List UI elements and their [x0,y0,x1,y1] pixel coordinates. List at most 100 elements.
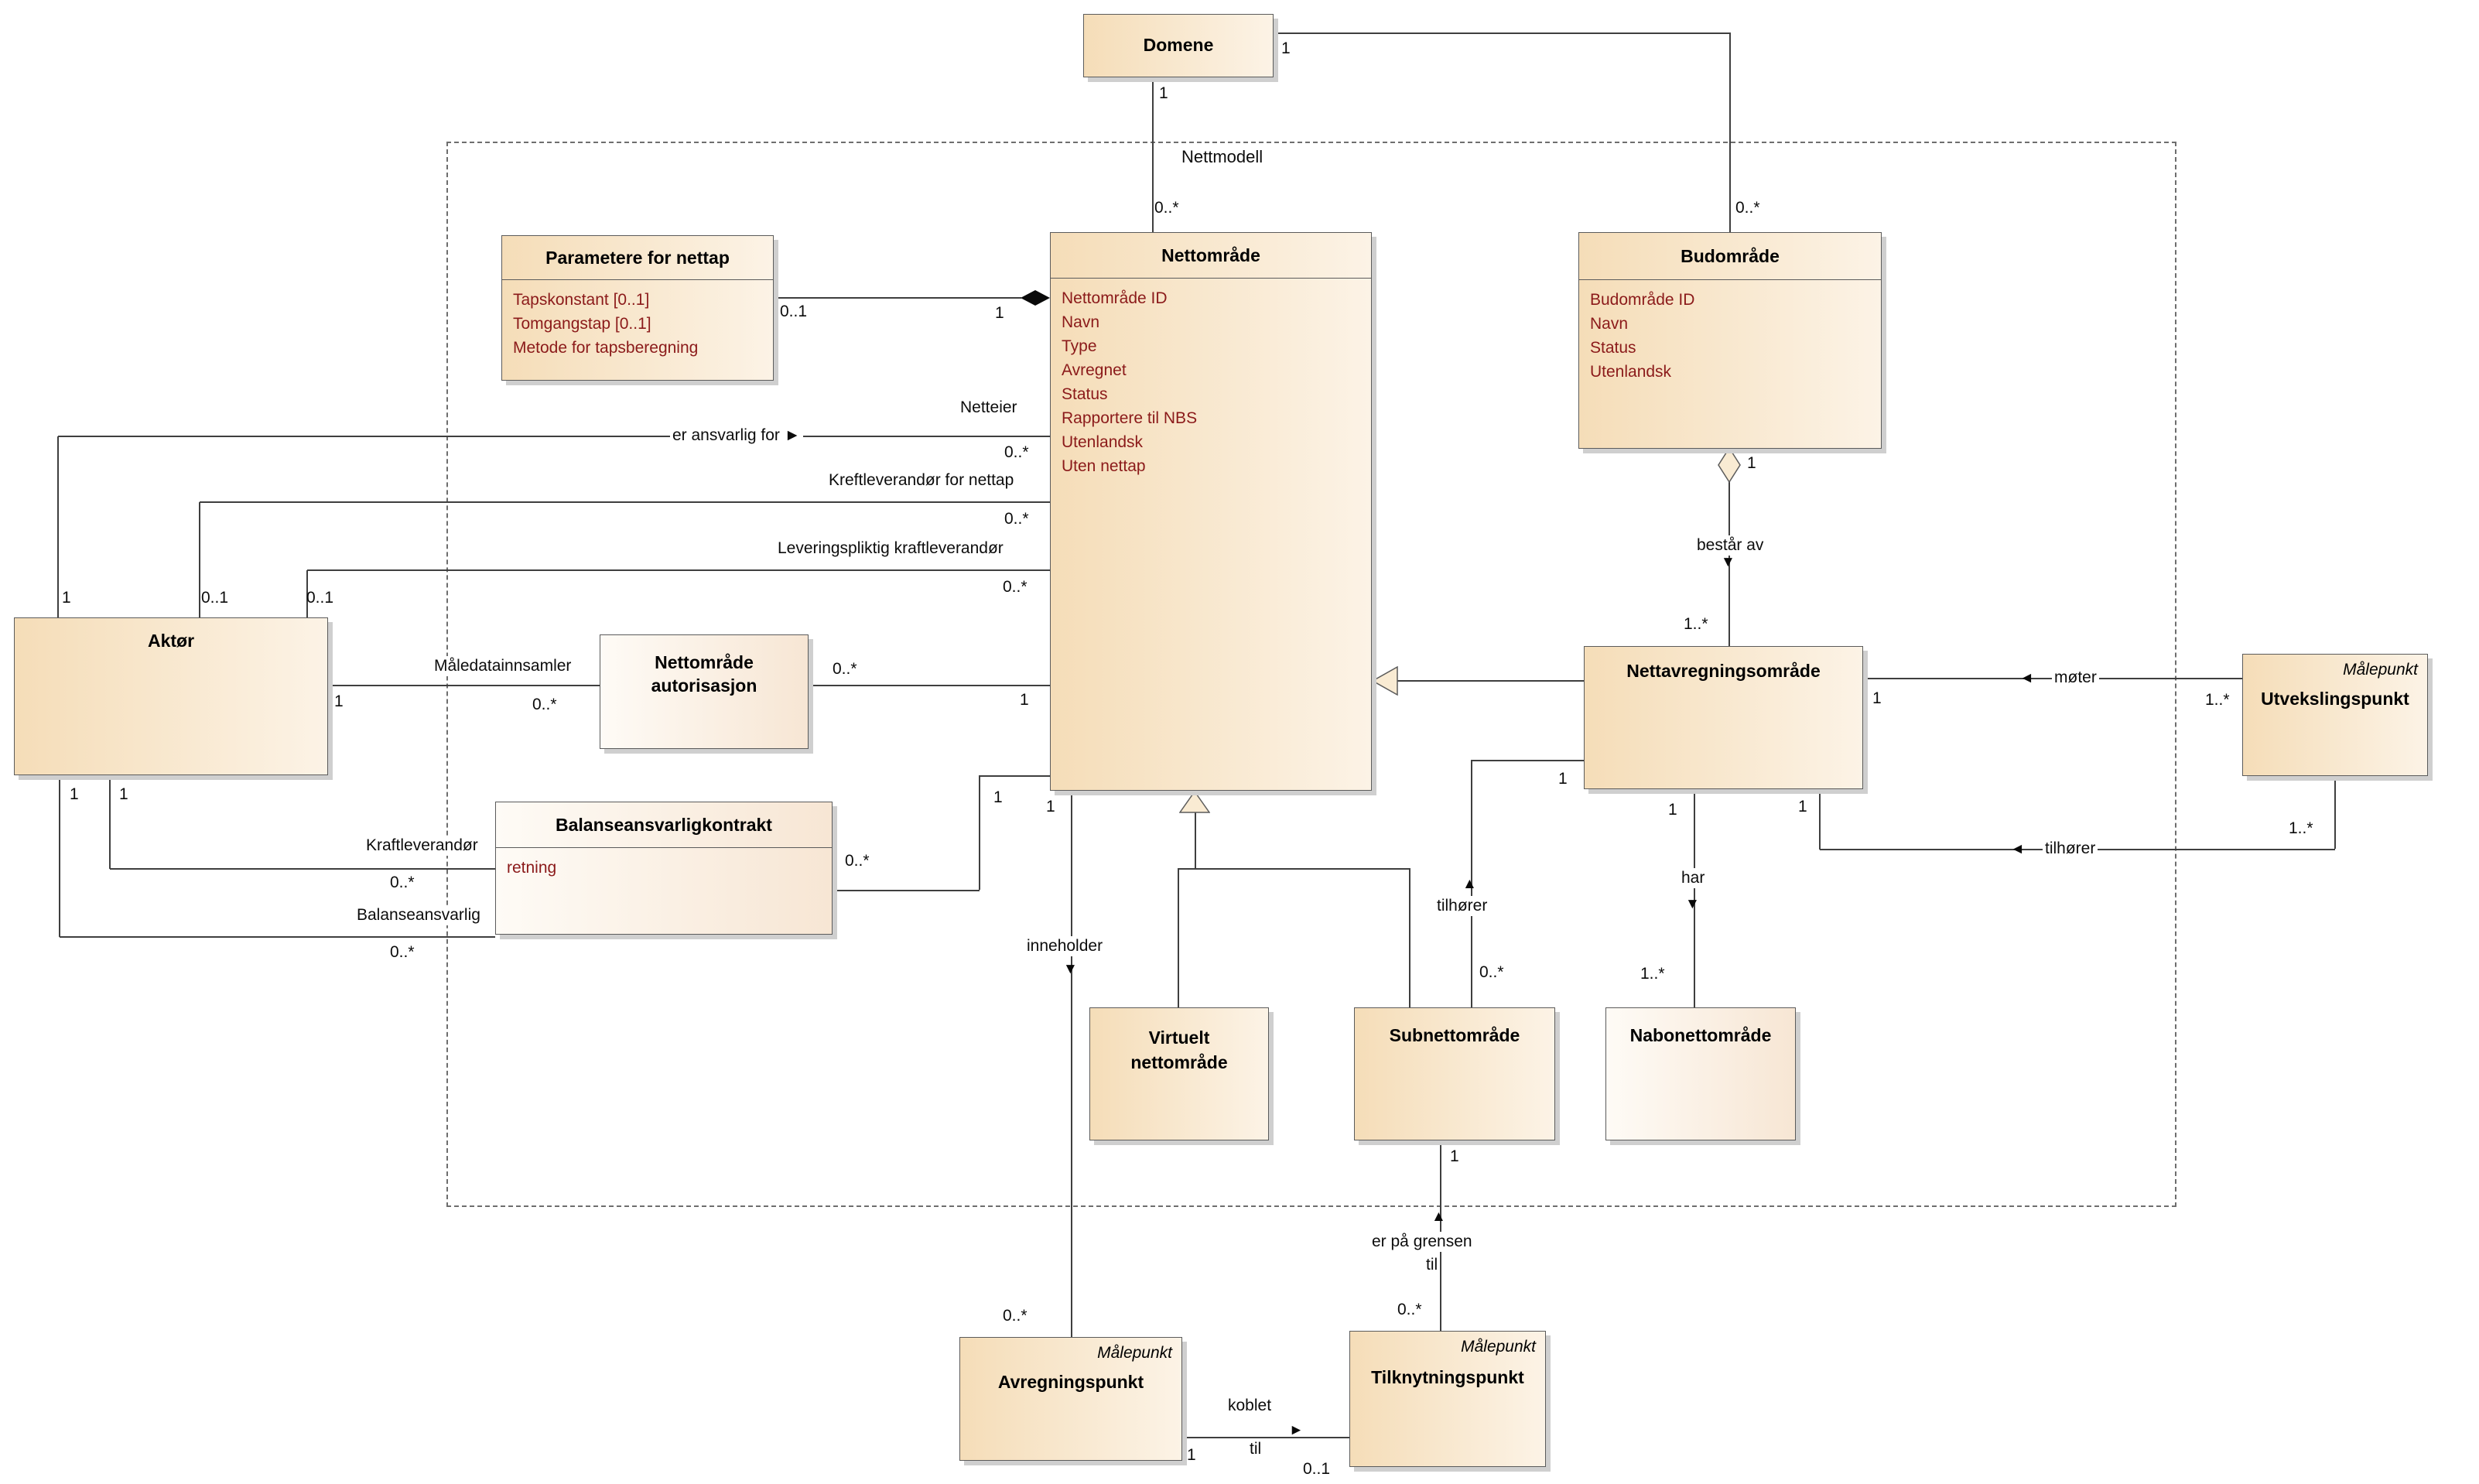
class-attribute: Avregnet [1062,361,1127,379]
class-box-parametere-for-nettap[interactable]: Parametere for nettap Tapskonstant [0..1… [501,235,774,381]
class-attribute: Metode for tapsberegning [513,339,699,357]
multiplicity-label: 0..* [1004,510,1029,528]
multiplicity-label: 1 [119,785,128,803]
class-box-nettavregningsomrade[interactable]: Nettavregningsområde [1584,646,1863,789]
class-box-nettomrade-autorisasjon[interactable]: Nettområde autorisasjon [600,634,809,749]
association-name-har: har [1679,868,1708,888]
class-attribute: Tomgangstap [0..1] [513,315,651,333]
class-title: Avregningspunkt [997,1372,1144,1392]
multiplicity-label: 1 [1046,798,1055,816]
generalization-line-segment [1178,868,1410,870]
class-title: Budområde [1579,233,1881,280]
generalization-line-segment [1195,812,1196,869]
multiplicity-label: 1..* [2205,691,2230,709]
class-title: Nabonettområde [1629,1025,1772,1045]
multiplicity-label: 0..* [1003,578,1028,596]
class-attribute: retning [507,859,557,877]
class-title: Nettområde autorisasjon [651,652,757,696]
multiplicity-label: 0..* [1003,1307,1028,1325]
class-title: Parametere for nettap [502,236,773,280]
class-box-virtuelt-nettomrade[interactable]: Virtuelt nettområde [1089,1007,1269,1140]
multiplicity-label: 0..* [1004,443,1029,461]
class-box-balanseansvarligkontrakt[interactable]: Balanseansvarligkontrakt retning [495,802,833,935]
class-box-domene[interactable]: Domene [1083,14,1274,77]
association-line-segment [1729,32,1731,232]
direction-arrow: ▲ [1431,1209,1446,1225]
class-attribute: Status [1590,339,1636,357]
association-line-segment [60,936,495,938]
class-box-nettomrade[interactable]: Nettområde Nettområde ID Navn Type Avreg… [1050,232,1372,791]
association-name-tilhorer: tilhører [1434,896,1490,916]
multiplicity-label: 0..* [1735,199,1760,217]
class-attribute: Budområde ID [1590,291,1695,309]
class-box-nabonettomrade[interactable]: Nabonettområde [1605,1007,1796,1140]
class-attribute: Nettområde ID [1062,289,1168,307]
association-name-koblet: koblet [1226,1396,1274,1416]
class-title: Virtuelt nettområde [1130,1028,1228,1072]
association-line-segment [1274,32,1730,34]
class-stereotype: Målepunkt [1097,1344,1172,1362]
multiplicity-label: 0..* [1397,1301,1422,1318]
class-box-utvekslingspunkt[interactable]: Målepunkt Utvekslingspunkt [2242,654,2428,776]
association-line-segment [59,775,60,937]
multiplicity-label: 0..* [845,852,870,870]
role-label-leveringspliktig-kraftleverandor: Leveringspliktig kraftleverandør [775,539,1006,559]
association-line-segment [57,436,59,617]
class-stereotype: Målepunkt [1461,1338,1536,1356]
generalization-arrow-icon [1179,791,1210,813]
multiplicity-label: 0..* [532,696,557,713]
multiplicity-label: 1 [1187,1446,1196,1464]
role-label-netteier: Netteier [958,398,1020,418]
multiplicity-label: 1..* [2289,819,2313,837]
generalization-line-segment [1409,868,1410,1007]
association-name-tilhorer: tilhører [2043,839,2098,859]
class-attribute: Utenlandsk [1590,363,1672,381]
association-line-segment [110,868,495,870]
role-label-maledatainnsamler: Måledatainnsamler [432,656,574,676]
multiplicity-label: 1..* [1684,615,1708,633]
class-box-tilknytningspunkt[interactable]: Målepunkt Tilknytningspunkt [1349,1331,1546,1467]
association-line-segment [980,775,1050,777]
multiplicity-label: 1 [1798,798,1807,816]
association-line-segment [58,436,1050,437]
association-line-segment [1694,789,1695,1007]
multiplicity-label: 0..1 [1303,1460,1331,1478]
role-label-kreftleverandor-for-nettap: Kreftleverandør for nettap [826,470,1017,491]
association-line-segment [833,890,980,891]
multiplicity-label: 1 [1159,84,1168,102]
generalization-line-segment [1178,868,1179,1007]
class-attribute: Status [1062,385,1108,403]
association-line-segment [200,501,1050,503]
generalization-arrow-icon [1372,666,1398,696]
association-line-segment [1182,1437,1349,1438]
multiplicity-label: 0..* [1479,963,1504,981]
multiplicity-label: 0..1 [780,303,808,320]
direction-arrow: ► [1289,1422,1304,1438]
class-box-budomrade[interactable]: Budområde Budområde ID Navn Status Utenl… [1578,232,1882,449]
association-line-segment [109,775,111,869]
association-line-segment [809,685,1050,686]
multiplicity-label: 1 [62,589,71,607]
association-line-segment [328,685,600,686]
direction-arrow: ▼ [1063,961,1078,977]
direction-arrow: ▼ [1721,554,1735,570]
class-title: Domene [1143,35,1214,55]
direction-arrow: ▲ [1462,876,1477,892]
association-line-segment [1728,482,1730,646]
class-attribute: Utenlandsk [1062,433,1144,451]
association-line-segment [1471,760,1584,761]
multiplicity-label: 1 [1281,39,1291,57]
class-attribute: Uten nettap [1062,457,1146,475]
multiplicity-label: 0..1 [306,589,334,607]
multiplicity-label: 0..1 [201,589,229,607]
class-title: Nettavregningsområde [1626,661,1821,681]
direction-arrow: ◄ [2010,841,2025,857]
class-title: Subnettområde [1389,1025,1520,1045]
association-name-inneholder: inneholder [1024,936,1106,956]
role-label-balanseansvarlig: Balanseansvarlig [354,905,483,925]
class-box-aktor[interactable]: Aktør [14,617,328,775]
class-box-subnettomrade[interactable]: Subnettområde [1354,1007,1555,1140]
class-box-avregningspunkt[interactable]: Målepunkt Avregningspunkt [959,1337,1182,1461]
association-line-segment [1819,789,1821,850]
